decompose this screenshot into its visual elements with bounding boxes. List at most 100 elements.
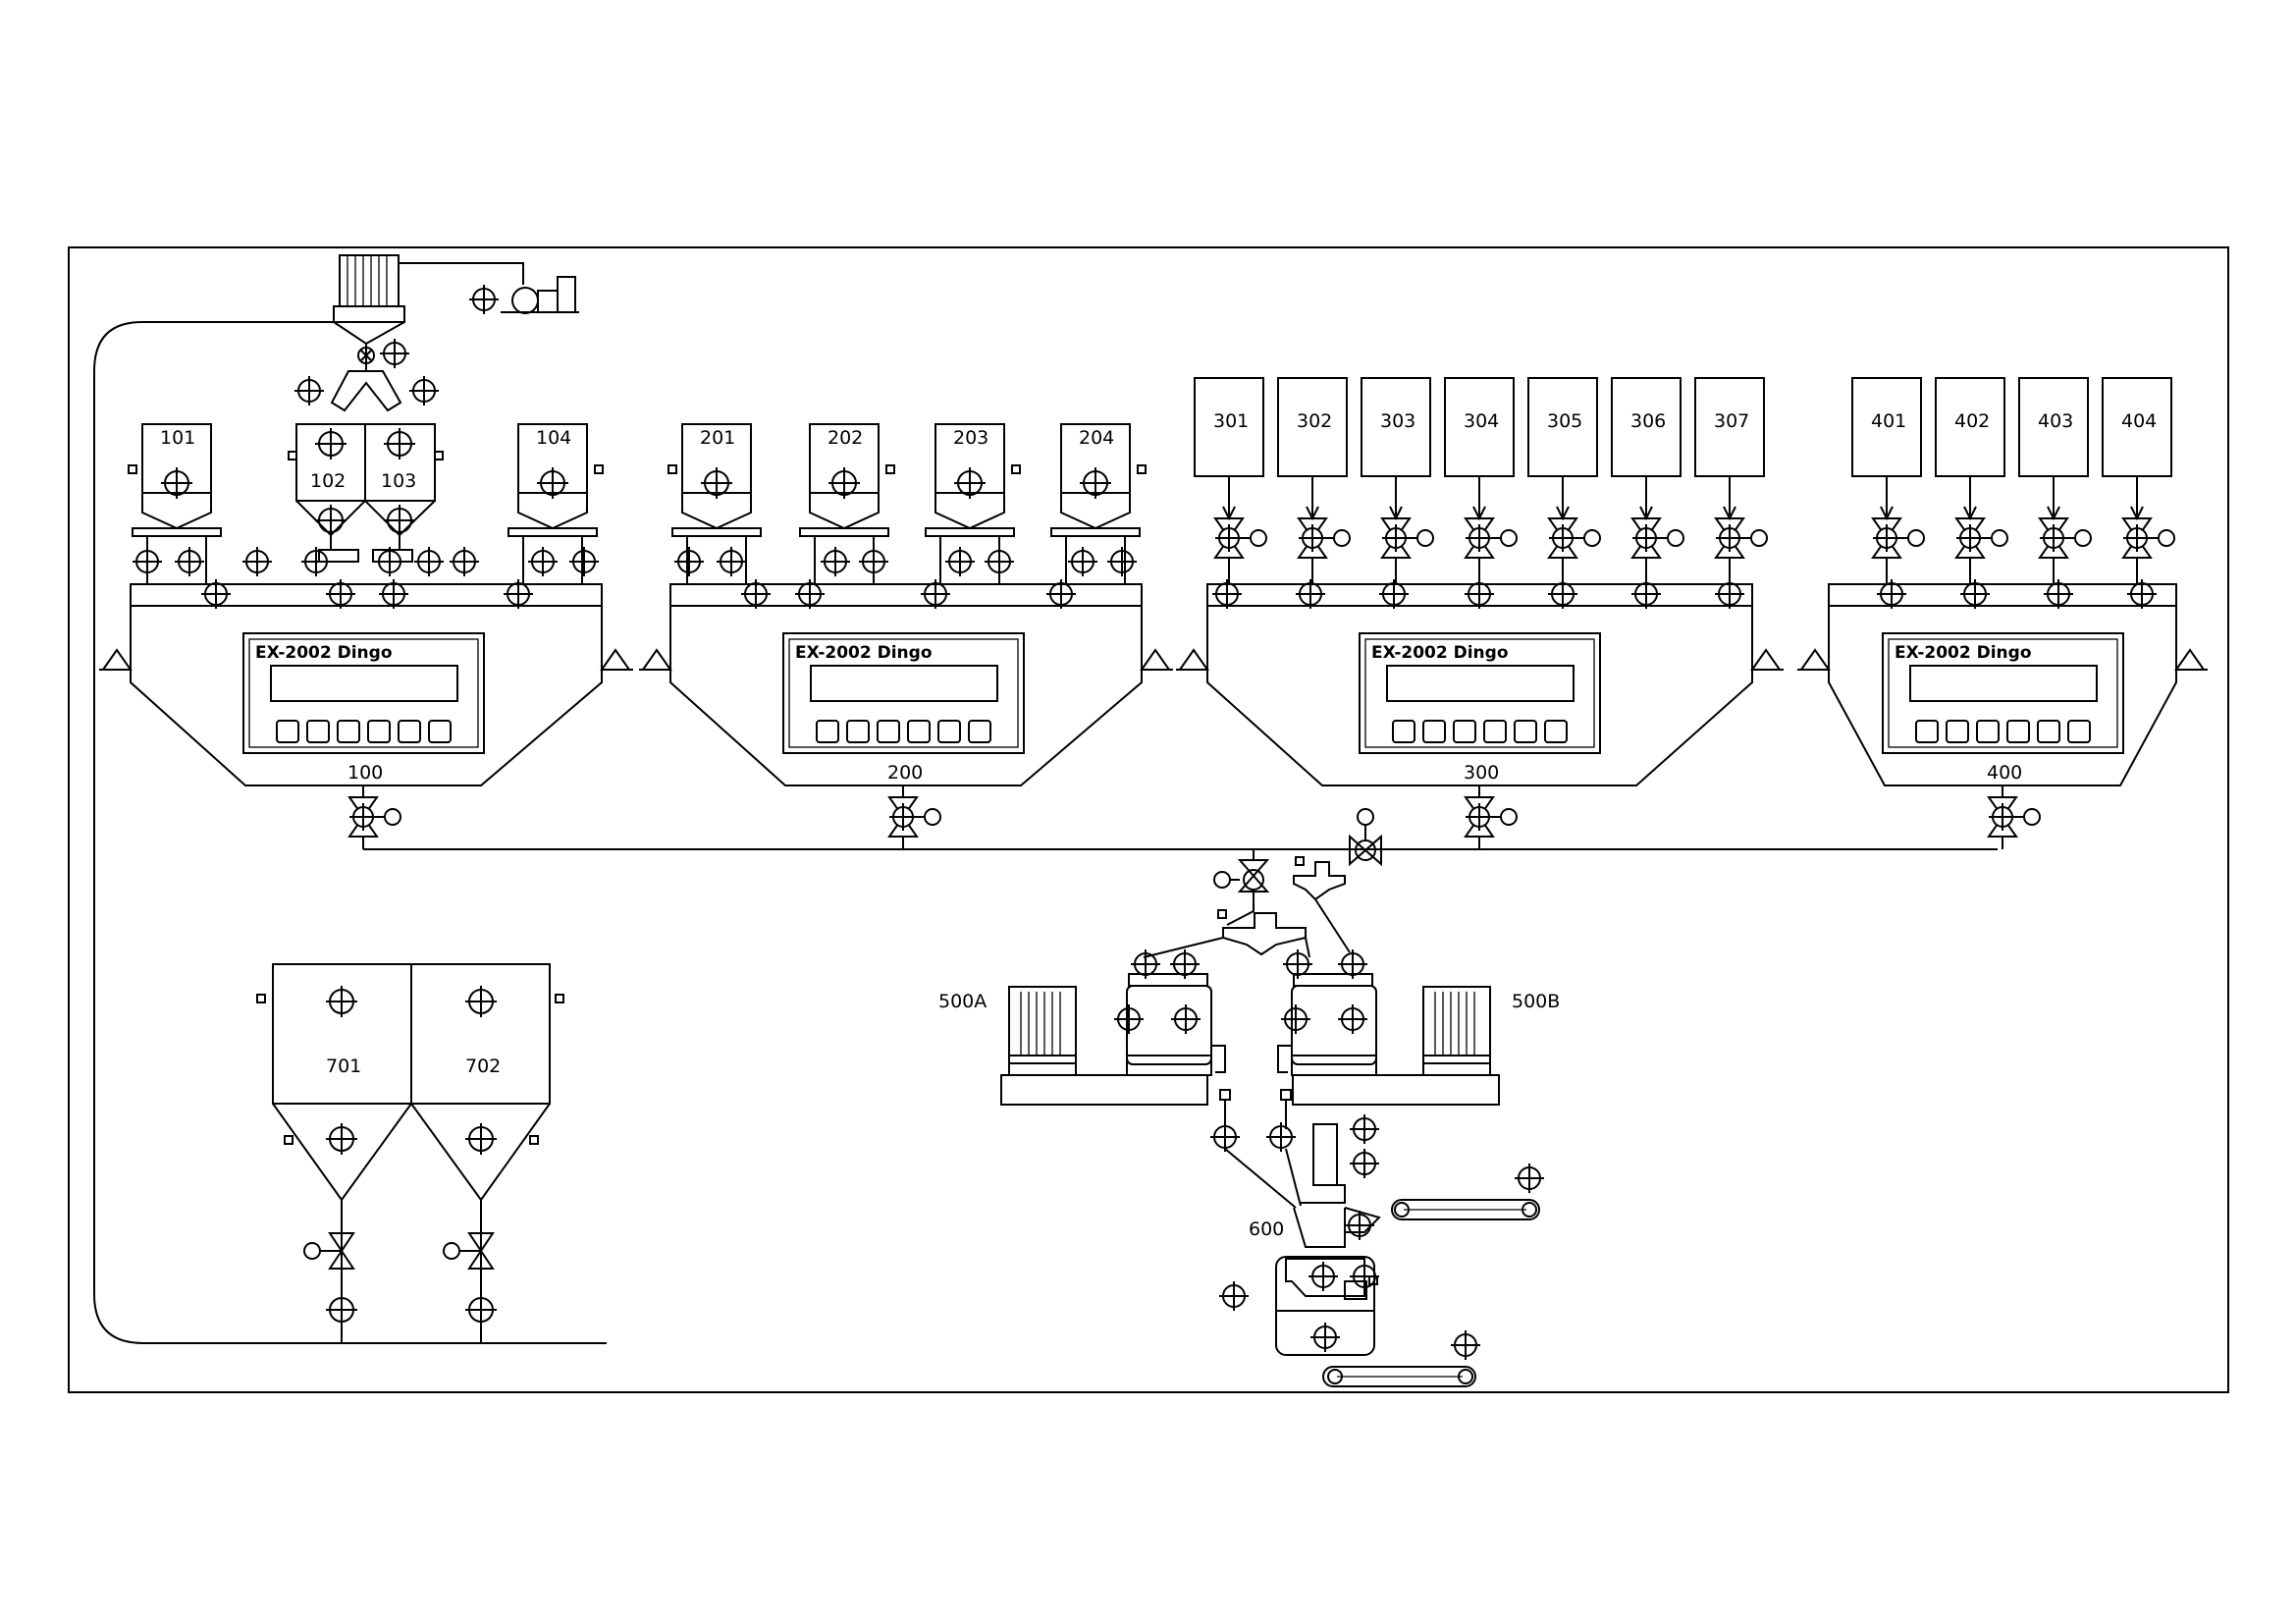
instrument-symbol <box>795 579 825 609</box>
scale-display <box>1359 632 1601 754</box>
tank-401: 401 <box>1851 377 1925 584</box>
mixer-500a <box>1000 973 1226 1106</box>
instrument-symbol <box>1212 579 1242 609</box>
label-600: 600 <box>1249 1218 1284 1240</box>
display-model-label: EX-2002 Dingo <box>255 643 393 663</box>
tank-402: 402 <box>1935 377 2008 584</box>
tank-label: 302 <box>1297 410 1332 432</box>
butterfly-valve <box>1954 517 2008 559</box>
module-label: 200 <box>887 762 923 784</box>
instrument-symbol <box>1350 1149 1379 1178</box>
display-button <box>428 720 452 743</box>
display-button <box>1976 720 2000 743</box>
instrument-symbol <box>1266 1122 1296 1152</box>
tank-label: 303 <box>1380 410 1415 432</box>
module-label: 300 <box>1464 762 1499 784</box>
return-pipe <box>93 321 607 1344</box>
instrument-symbol <box>315 428 347 460</box>
instrument-symbol <box>537 467 568 499</box>
display-button <box>1946 720 1969 743</box>
butterfly-valve <box>1547 517 1601 559</box>
instrument-symbol <box>450 547 479 576</box>
instrument-symbol <box>1379 579 1409 609</box>
tank-label: 304 <box>1464 410 1499 432</box>
butterfly-valve <box>1464 517 1518 559</box>
hopper-101: 101 <box>128 423 222 584</box>
display-model-label: EX-2002 Dingo <box>1371 643 1509 663</box>
tank-label: 402 <box>1954 410 1990 432</box>
label-702: 702 <box>465 1056 501 1077</box>
weighing-module-300: EX-2002 Dingo 300 <box>1176 583 1784 849</box>
display-screen <box>1909 665 2098 702</box>
hopper-204: 204 <box>1050 423 1147 584</box>
label-500a: 500A <box>938 991 987 1012</box>
display-button <box>2006 720 2030 743</box>
tank-403: 403 <box>2018 377 2092 584</box>
display-button <box>1915 720 1939 743</box>
instrument-symbol <box>384 428 415 460</box>
module-label: 100 <box>347 762 383 784</box>
scale-display <box>242 632 485 754</box>
instrument-symbol <box>1296 579 1325 609</box>
display-model-label: EX-2002 Dingo <box>795 643 933 663</box>
instrument-symbol <box>161 467 192 499</box>
display-button <box>877 720 900 743</box>
label-500b: 500B <box>1512 991 1560 1012</box>
instrument-symbol <box>1877 579 1906 609</box>
butterfly-valve <box>2121 517 2175 559</box>
conveyor-upper <box>1391 1199 1540 1220</box>
instrument-symbol <box>528 547 558 576</box>
instrument-symbol <box>1338 1004 1367 1034</box>
tank-label: 404 <box>2121 410 2157 432</box>
display-button <box>337 720 360 743</box>
instrument-symbol <box>945 547 975 576</box>
display-button <box>816 720 839 743</box>
instrument-symbol <box>326 1123 357 1155</box>
instrument-symbol <box>504 579 533 609</box>
mixer-feed-valves <box>1143 808 1382 958</box>
instrument-symbol <box>465 1123 497 1155</box>
instrument-symbol <box>1350 1114 1379 1144</box>
instrument-symbol <box>1715 579 1744 609</box>
instrument-symbol <box>469 285 499 314</box>
hopper-201: 201 <box>667 423 762 584</box>
instrument-symbol <box>859 547 888 576</box>
hopper-104: 104 <box>507 423 604 584</box>
instrument-symbol <box>1465 579 1494 609</box>
tank-306: 306 <box>1611 377 1684 584</box>
tank-307: 307 <box>1694 377 1768 584</box>
tank-label: 301 <box>1213 410 1249 432</box>
display-button <box>1422 720 1446 743</box>
display-button <box>1453 720 1476 743</box>
instrument-symbol <box>384 505 415 536</box>
tank-label: 305 <box>1547 410 1582 432</box>
instrument-symbol <box>821 547 850 576</box>
silo-702 <box>410 963 564 1343</box>
display-button <box>1483 720 1507 743</box>
instrument-symbol <box>717 547 746 576</box>
instrument-symbol <box>954 467 986 499</box>
display-screen <box>270 665 458 702</box>
weighing-module-200: EX-2002 Dingo 200 <box>639 583 1173 849</box>
hopper-202: 202 <box>799 423 895 584</box>
drawing-frame <box>68 246 2229 1393</box>
instrument-symbol <box>1515 1164 1544 1193</box>
display-button <box>276 720 299 743</box>
hopper-label: 103 <box>381 470 416 492</box>
hopper-203: 203 <box>925 423 1021 584</box>
display-button <box>846 720 870 743</box>
tank-302: 302 <box>1277 377 1351 584</box>
tank-303: 303 <box>1361 377 1434 584</box>
tank-label: 401 <box>1871 410 1906 432</box>
butterfly-valve <box>1871 517 1925 559</box>
butterfly-valve <box>347 796 401 838</box>
hopper-label: 201 <box>700 427 735 449</box>
butterfly-valve <box>887 796 941 838</box>
instrument-symbol <box>741 579 771 609</box>
scale-display <box>782 632 1025 754</box>
butterfly-valve <box>1213 517 1267 559</box>
display-button <box>1392 720 1415 743</box>
